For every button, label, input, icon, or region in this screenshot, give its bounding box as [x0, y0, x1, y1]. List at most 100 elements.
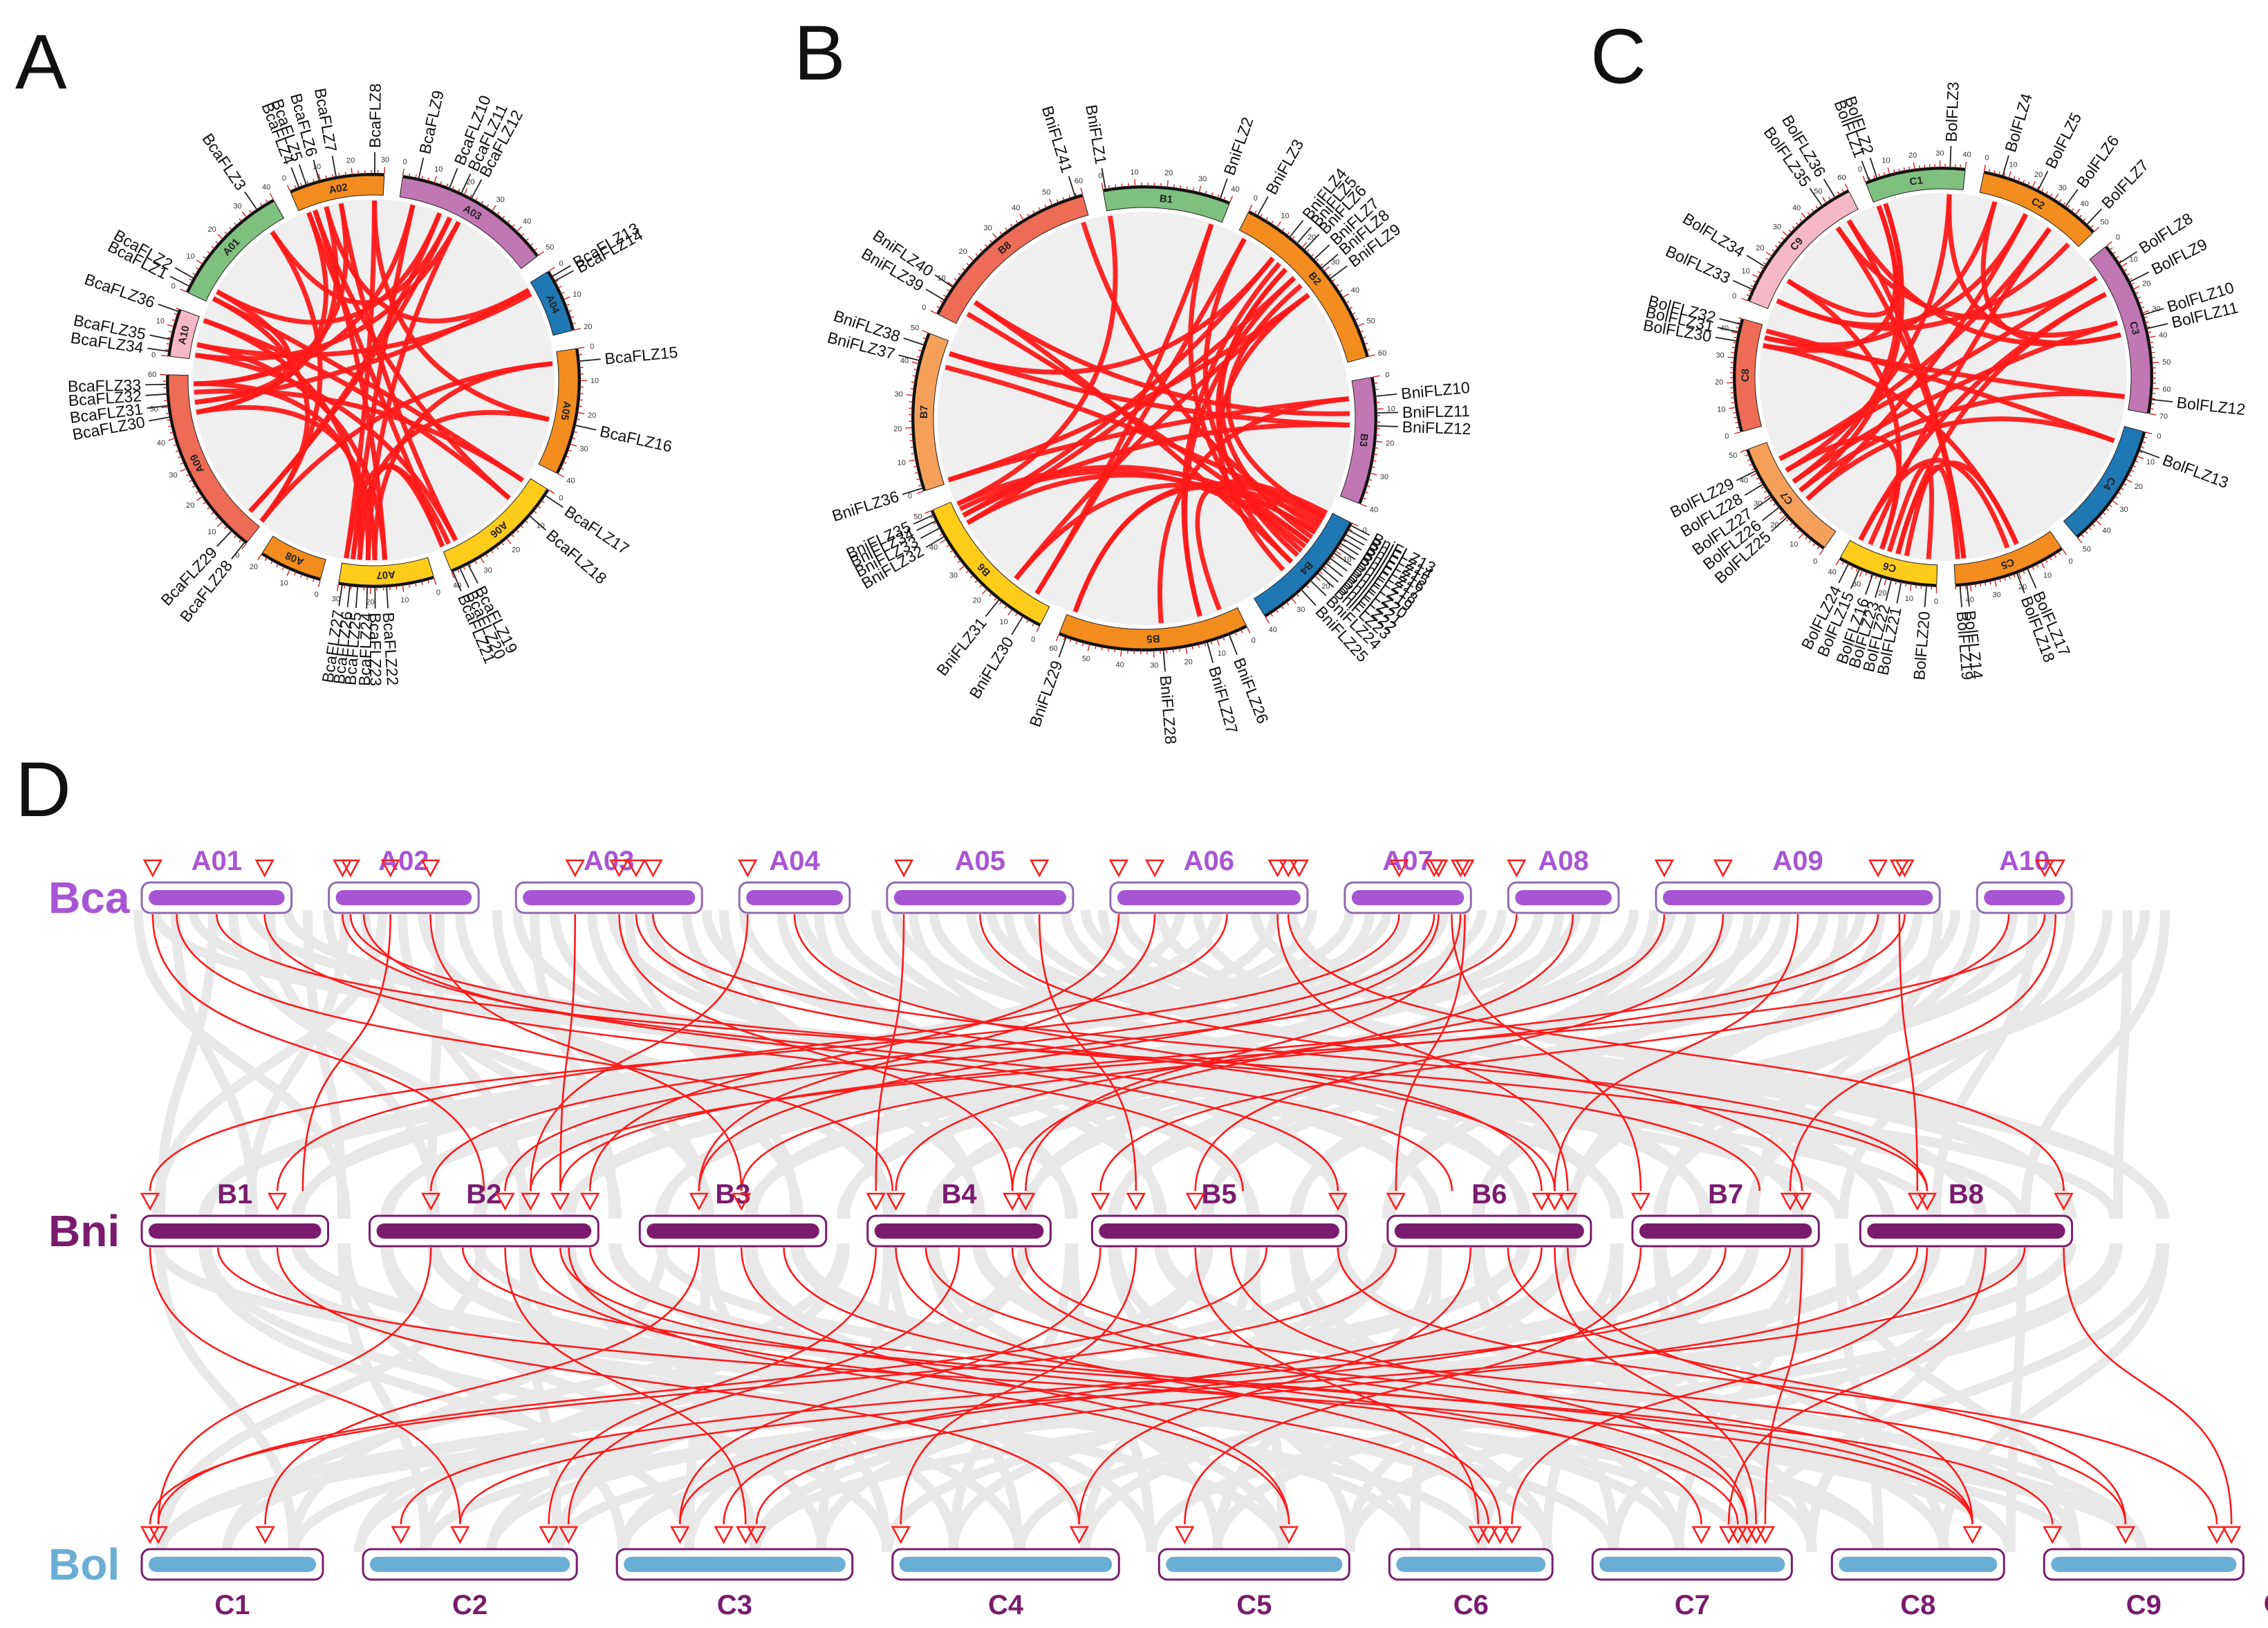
chromosome-label: A07 — [376, 568, 396, 582]
tick-label: 50 — [2083, 546, 2091, 554]
species-label: Bol — [48, 1539, 120, 1589]
circos-background-disc — [1759, 193, 2127, 561]
synteny-link — [956, 465, 1317, 535]
chromosome-label: C2 — [452, 1590, 487, 1620]
tick-label: 30 — [2120, 506, 2128, 514]
gene-marker-triangle — [626, 859, 647, 878]
tick-label: 20 — [186, 501, 194, 510]
tick-label: 20 — [2142, 279, 2150, 288]
gene-label: BcaFLZ24 — [355, 612, 375, 686]
tick-label: 10 — [591, 377, 599, 385]
synteny-link — [723, 1247, 1543, 1525]
synteny-link — [559, 914, 577, 1192]
tick-label: 0 — [171, 282, 176, 290]
gene-marker-triangle — [580, 1192, 600, 1211]
gene-marker-triangle — [1962, 1526, 1982, 1544]
gene-marker-triangle — [268, 1192, 288, 1211]
tick-label: 20 — [973, 596, 981, 604]
synteny-link — [567, 1247, 960, 1525]
gene-marker-triangle — [886, 1192, 906, 1211]
background-synteny-ribbon — [1653, 1243, 1751, 1553]
chromosome-label: A01 — [192, 846, 242, 876]
chromosome-label: B1 — [217, 1179, 252, 1210]
chromosome-bar — [1599, 1557, 1785, 1572]
background-synteny-ribbon — [1193, 909, 1891, 1219]
chromosome-label: C5 — [1999, 556, 2016, 571]
chromosome-label: A05 — [559, 400, 573, 421]
tick-label: 50 — [1729, 452, 1737, 460]
synteny-link — [974, 300, 1294, 564]
tick-label: 20 — [1386, 439, 1394, 447]
synteny-link — [1776, 213, 2028, 328]
tick-label: 0 — [1934, 598, 1938, 606]
synteny-link — [1764, 1247, 1803, 1525]
synteny-link — [1451, 914, 1642, 1192]
gene-marker-triangle — [1267, 859, 1288, 878]
tick-label: 10 — [186, 252, 194, 261]
synteny-link — [1081, 221, 1319, 531]
background-synteny-ribbon — [530, 909, 618, 1219]
tick-label: 40 — [523, 218, 531, 226]
tick-label: 40 — [262, 183, 270, 192]
synteny-link — [1507, 1247, 2127, 1525]
tick-label: 30 — [1754, 500, 1762, 508]
synteny-link — [1786, 279, 1902, 550]
tick-label: 20 — [584, 323, 592, 331]
gene-marker-triangle — [1691, 1526, 1711, 1544]
tick-label: 60 — [148, 371, 156, 379]
chromosome-bar — [376, 1223, 592, 1239]
synteny-link — [530, 914, 749, 1192]
synteny-link — [1895, 460, 2019, 555]
gene-marker-triangle — [1868, 859, 1888, 878]
synteny-link — [459, 1247, 2026, 1525]
gene-marker-triangle — [539, 1526, 559, 1544]
chromosome-bar — [647, 1223, 819, 1239]
tick-label: 10 — [1717, 405, 1725, 414]
synteny-link — [248, 216, 452, 513]
gene-label: BniFLZ10 — [1400, 378, 1471, 403]
synteny-link — [924, 1247, 1973, 1525]
gene-label: BolFLZ12 — [2176, 394, 2247, 419]
chromosome-band — [168, 374, 260, 543]
synteny-link — [740, 914, 1906, 1192]
tick-label: 0 — [1385, 371, 1389, 379]
tick-label: 60 — [1378, 349, 1386, 358]
background-synteny-ribbon — [152, 1243, 2148, 1553]
chromosome-bar — [1117, 890, 1301, 905]
chromosome-label: C3 — [717, 1590, 752, 1620]
synteny-link — [1980, 201, 2121, 346]
synteny-link — [679, 1247, 1102, 1525]
tick-label: 50 — [1082, 655, 1090, 663]
gene-marker-triangle — [255, 1526, 275, 1544]
background-synteny-ribbon — [380, 909, 1487, 1219]
chromosome-band — [338, 557, 434, 586]
synteny-link — [193, 381, 371, 560]
chromosome-band — [2089, 246, 2151, 414]
tick-label: 20 — [893, 425, 902, 433]
synteny-link — [1011, 914, 1574, 1192]
tick-label: 30 — [1773, 223, 1781, 231]
gene-marker-triangle — [1917, 1192, 1937, 1211]
synteny-link — [203, 318, 364, 560]
tick-label: 20 — [1321, 582, 1330, 591]
tick-label: 30 — [1852, 580, 1861, 589]
synteny-link — [1194, 914, 1725, 1192]
gene-label: BcaFLZ3 — [198, 130, 250, 194]
background-synteny-ribbon — [337, 1243, 430, 1553]
tick-label: 20 — [366, 598, 374, 607]
gene-marker-triangle — [1002, 1192, 1023, 1211]
chromosome-band — [1866, 169, 1966, 203]
gene-marker-triangle — [1630, 1192, 1651, 1211]
synteny-link — [1554, 914, 1799, 1192]
gene-marker-triangle — [1279, 1526, 1299, 1544]
gene-label: BniFLZ29 — [1025, 658, 1066, 730]
synteny-link — [1034, 223, 1214, 595]
synteny-link — [949, 351, 1350, 428]
tick-label: 10 — [898, 459, 906, 468]
chromosome-label: C1 — [214, 1590, 250, 1620]
gene-marker-triangle — [420, 859, 440, 878]
synteny-link — [2063, 1247, 2233, 1525]
tick-label: 20 — [2135, 483, 2143, 491]
tick-label: 20 — [1770, 521, 1778, 530]
